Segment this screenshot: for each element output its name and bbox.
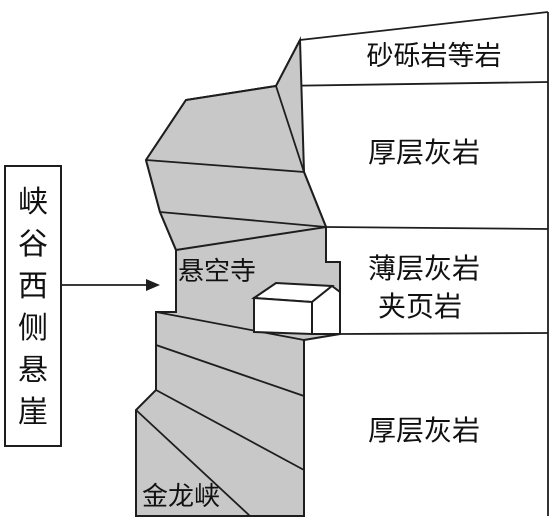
arrow-head [146,279,160,291]
upper-cliff-outline [144,36,327,263]
side-label-char: 侧 [18,311,48,346]
contour-line [155,344,305,397]
stratum-label-lower-limestone: 厚层灰岩 [368,414,480,447]
side-label-text: 峡谷西侧悬崖 [18,185,48,430]
cliff-contour-lines [135,85,327,517]
stratum-boundary-2 [325,226,549,230]
side-label-char: 西 [18,269,48,304]
contour-line [155,311,305,341]
contour-line [159,211,327,228]
temple-front-face [253,296,313,336]
temple-side-face [311,284,341,335]
contour-line [275,85,305,173]
side-label-char: 谷 [18,227,48,262]
side-label-box [4,165,62,447]
gorge-label: 金龙峡 [142,482,220,512]
strata-layers [275,11,549,516]
contour-line [185,85,277,101]
contour-line [135,409,251,517]
contour-line [155,389,305,471]
contour-line [145,159,305,173]
side-label-char: 崖 [18,395,48,430]
side-label-char: 悬 [18,353,48,388]
side-label-char: 峡 [18,185,48,220]
stratum-label-top: 砂砾岩等岩 [367,41,502,72]
stratum-boundary-1 [275,81,549,87]
pointer-arrow [61,279,160,291]
stratum-label-thin-limestone-1: 薄层灰岩 [368,252,480,285]
stratum-label-thin-limestone-2: 夹页岩 [378,290,462,323]
stratum-label-upper-limestone: 厚层灰岩 [368,136,480,169]
stratum-boundary-3 [339,332,549,335]
stratum-top-edge [299,11,549,41]
temple-label: 悬空寺 [178,257,256,287]
hanging-temple-building [251,281,341,336]
